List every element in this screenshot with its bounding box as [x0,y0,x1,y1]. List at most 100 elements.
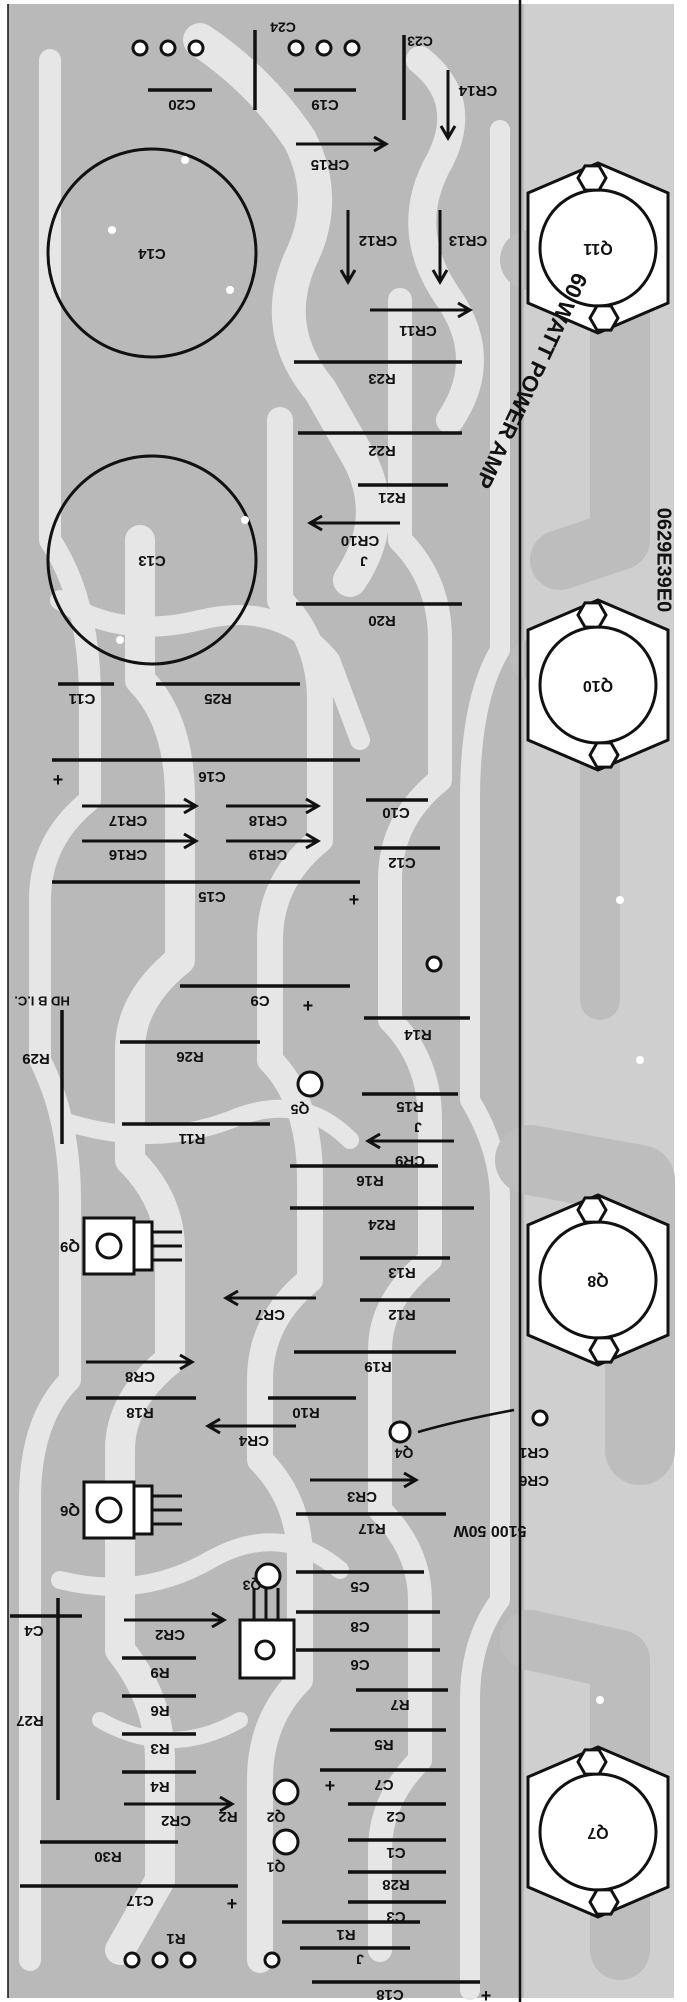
resistor-r8-label: R7 [390,1696,409,1713]
capacitor-c18-label: C18 [376,1986,404,2002]
board-code: 0629E39E0 [653,508,675,613]
capacitor-c1-label: C1 [386,1844,405,1861]
capacitor-c2-label: C2 [386,1808,405,1825]
resistor-r2-label: R28 [382,1876,410,1893]
pad-top-5 [343,39,361,57]
diode-cr5-label: CR6 [519,1472,549,1489]
pad-top-2 [187,39,205,57]
jumper-j1: J [360,553,368,569]
diode-cr1-label: CR2 [155,1626,185,1643]
resistor-r3-label: R3 [150,1740,169,1757]
resistor-r4-label: R4 [150,1778,170,1795]
diode-cr10-label: CR10 [341,532,379,549]
mounting-hole [108,226,116,234]
transistor-q3-anchor [254,1562,282,1590]
capacitor-c11-label: C11 [69,690,96,707]
diode-cr14 [439,70,457,141]
diode-cr13 [431,210,449,285]
resistor-r1-label: R1 [166,1930,185,1947]
transistor-q5 [296,1070,324,1098]
transistor-q10-label: Q10 [583,677,613,694]
transistor-q11-label: Q11 [583,240,612,257]
diode-cr18-label: CR18 [249,812,287,829]
capacitor-c10-label: C10 [382,804,410,821]
resistor-r16-label: R16 [356,1172,384,1189]
diode-cr18 [226,797,321,815]
diode-cr15-label: CR15 [311,156,349,173]
capacitor-c9-label: C9 [250,992,269,1009]
board-mark-top: HD B I.C. [14,994,70,1009]
resistor-r10-label: R10 [292,1404,320,1421]
mounting-hole [616,896,624,904]
capacitor-c14-label: C14 [138,245,166,262]
resistor-r22-label: R22 [368,442,396,459]
capacitor-c15-label: C15 [198,888,226,905]
capacitor-c17-label: C17 [126,1892,154,1909]
diode-cr8-label: CR8 [125,1368,155,1385]
diode-cr7 [223,1289,316,1307]
resistor-r15-label: R15 [396,1098,424,1115]
transistor-q3-label: Q3 [242,1577,261,1593]
diode-cr9-label: CR9 [395,1152,425,1169]
diode-cr14-label: CR14 [458,82,497,99]
jumper-j2: J [414,1119,422,1135]
resistor-r19-label: R19 [364,1358,392,1375]
transistor-q1 [272,1828,300,1856]
capacitor-c23-label: C23 [407,33,433,49]
diode-cr12 [339,210,357,285]
wire-q4 [417,1408,515,1434]
resistor-r21-label: R21 [378,489,406,506]
transistor-q9-label: Q9 [60,1238,80,1255]
transistor-q7 [526,1745,670,1919]
mounting-hole [226,286,234,294]
transistor-q3 [238,1618,296,1680]
copper-traces [19,23,675,2000]
diode-cr4 [205,1417,296,1435]
transistor-q5-label: Q5 [290,1101,309,1117]
diode-cr15 [296,135,389,153]
resistor-r27-label: R27 [16,1712,44,1729]
transistor-q9 [82,1216,182,1276]
diode-cr2 [124,1795,235,1813]
resistor-r12-label: R12 [388,1306,416,1323]
diode-cr17-label: CR17 [109,812,147,829]
transistor-q2-label: Q2 [266,1809,285,1825]
diode-cr8 [86,1353,195,1371]
transistor-q6-label: Q6 [60,1502,80,1519]
mounting-hole [181,156,189,164]
transistor-q10 [526,598,670,772]
mounting-hole [241,516,249,524]
diode-cr6-label: CR1 [519,1444,549,1461]
capacitor-c4-label: C4 [24,1622,44,1639]
resistor-r17-label: R17 [358,1520,386,1537]
diode-cr16-label: CR16 [109,846,147,863]
resistor-r6-label: R6 [150,1702,169,1719]
transistor-q4-label: Q4 [394,1445,413,1461]
pad-top-4 [315,39,333,57]
capacitor-c13 [46,454,258,666]
resistor-r26-label: R26 [176,1048,204,1065]
pad-bottom-3 [263,1951,281,1969]
resistor-r7-label: R5 [374,1736,393,1753]
resistor-r5-label: R2 [218,1808,237,1825]
pad-bottom-2 [179,1951,197,1969]
resistor-r28-label: R30 [94,1848,122,1865]
jumper-j3: J [356,1951,364,1967]
board-mark-bottom: 5100 50W [453,1522,527,1539]
capacitor-c3-label: C3 [386,1908,405,1925]
diode-cr2-label: CR2 [161,1812,191,1829]
diode-cr7-label: CR7 [255,1306,285,1323]
transistor-q8 [526,1193,670,1367]
transistor-q2 [272,1778,300,1806]
capacitor-c7-label: C7 [374,1776,393,1793]
resistor-r29-label: R29 [22,1050,50,1067]
transistor-q7-label: Q7 [587,1824,608,1841]
capacitor-c9-plus: + [303,995,314,1015]
mounting-hole [596,1696,604,1704]
resistor-r23-label: R23 [368,370,396,387]
transistor-q4 [388,1420,412,1444]
capacitor-c18-plus: + [481,1985,492,2002]
resistor-r14-label: R14 [404,1026,432,1043]
transistor-q6 [82,1480,182,1540]
